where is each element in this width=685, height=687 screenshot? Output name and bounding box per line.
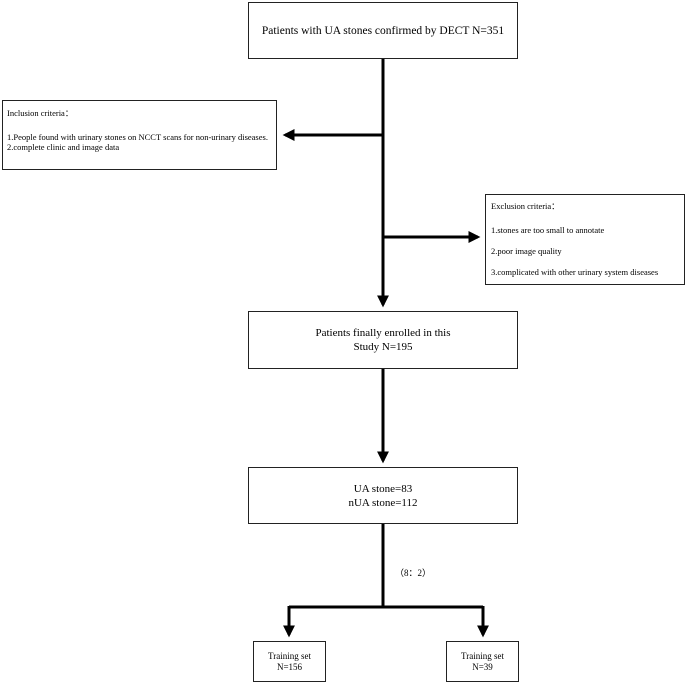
enrolled-line-2: Study N=195	[353, 341, 413, 353]
nua-stone-count: nUA stone=112	[348, 496, 418, 509]
exclusion-item-3: 3.complicated with other urinary system …	[491, 267, 659, 277]
inclusion-item-1: 1.People found with urinary stones on NC…	[7, 132, 268, 142]
stone-type-box: UA stone=83 nUA stone=112	[248, 467, 518, 524]
inclusion-item-2: 2.complete clinic and image data	[7, 142, 120, 152]
second-set-box: Training set N=39	[446, 641, 519, 682]
exclusion-item-1: 1.stones are too small to annotate	[491, 225, 605, 235]
training-set-label: Training set	[268, 650, 311, 661]
exclusion-criteria-box: Exclusion criteria： 1.stones are too sma…	[485, 194, 685, 285]
second-set-count: N=39	[472, 661, 493, 672]
inclusion-title: Inclusion criteria：	[7, 108, 74, 118]
second-set-label: Training set	[461, 650, 504, 661]
inclusion-criteria-box: Inclusion criteria： 1.People found with …	[2, 100, 277, 170]
split-ratio-label: （8：2）	[395, 568, 432, 578]
enrolled-patients-box: Patients finally enrolled in this Study …	[248, 311, 518, 369]
enrolled-line-1: Patients finally enrolled in this	[315, 327, 451, 339]
training-set-count: N=156	[276, 661, 303, 672]
exclusion-title: Exclusion criteria：	[491, 201, 560, 211]
dect-patients-label: Patients with UA stones confirmed by DEC…	[261, 24, 505, 37]
training-set-box: Training set N=156	[253, 641, 326, 682]
dect-patients-box: Patients with UA stones confirmed by DEC…	[248, 2, 518, 59]
ua-stone-count: UA stone=83	[353, 482, 413, 495]
exclusion-item-2: 2.poor image quality	[491, 246, 562, 256]
